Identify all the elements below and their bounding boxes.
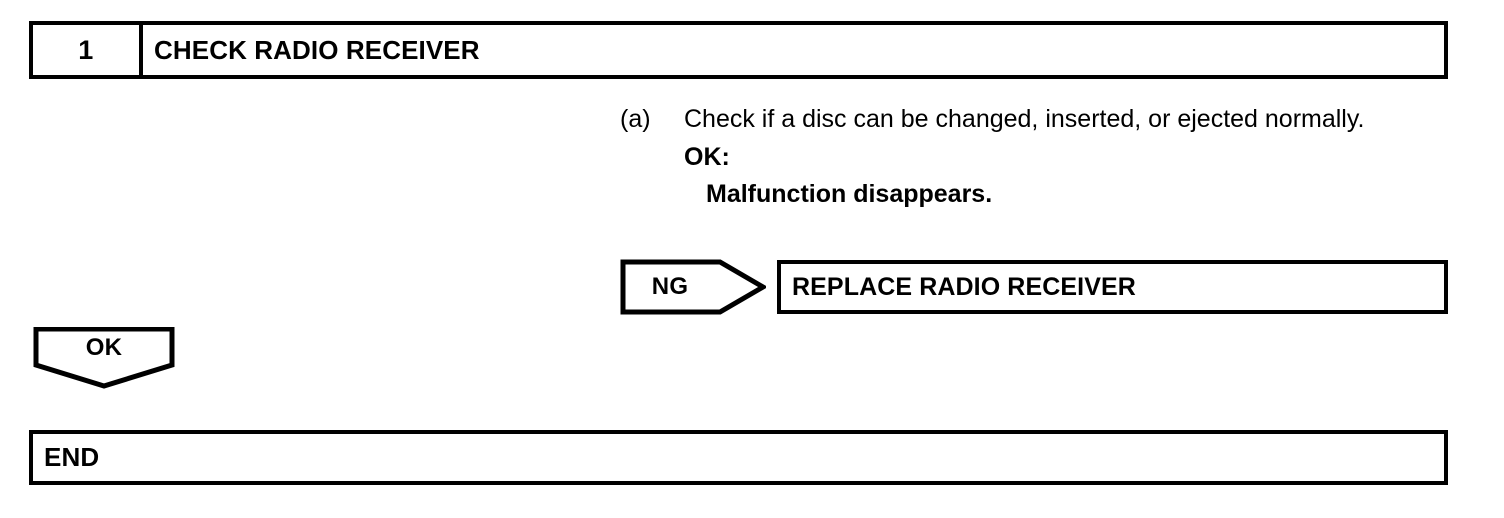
right-arrow-pentagon-icon bbox=[620, 259, 766, 315]
step-title: CHECK RADIO RECEIVER bbox=[154, 34, 480, 65]
down-arrow-pentagon-icon bbox=[33, 327, 175, 389]
ok-tag-label: OK bbox=[85, 334, 123, 361]
ng-result-label: REPLACE RADIO RECEIVER bbox=[792, 272, 1136, 301]
procedure-item: (a) Check if a disc can be changed, inse… bbox=[620, 101, 1420, 213]
end-box: END bbox=[29, 430, 1448, 485]
procedure-block: (a) Check if a disc can be changed, inse… bbox=[620, 101, 1420, 213]
end-label: END bbox=[44, 442, 100, 472]
ng-tag-label: NG bbox=[651, 273, 689, 300]
step-title-cell: CHECK RADIO RECEIVER bbox=[143, 25, 1444, 75]
ng-arrow-tag: NG bbox=[620, 259, 766, 315]
procedure-body: Check if a disc can be changed, inserted… bbox=[684, 101, 1420, 213]
step-header-box: 1 CHECK RADIO RECEIVER bbox=[29, 21, 1448, 79]
procedure-text: Check if a disc can be changed, inserted… bbox=[684, 105, 1365, 133]
step-number-cell: 1 bbox=[33, 25, 143, 75]
criterion-label: OK: bbox=[684, 143, 730, 171]
criterion-value: Malfunction disappears. bbox=[706, 180, 993, 208]
ng-result-box: REPLACE RADIO RECEIVER bbox=[777, 260, 1448, 314]
ok-arrow-tag: OK bbox=[33, 327, 175, 389]
step-number: 1 bbox=[78, 34, 94, 65]
procedure-marker: (a) bbox=[620, 105, 651, 133]
